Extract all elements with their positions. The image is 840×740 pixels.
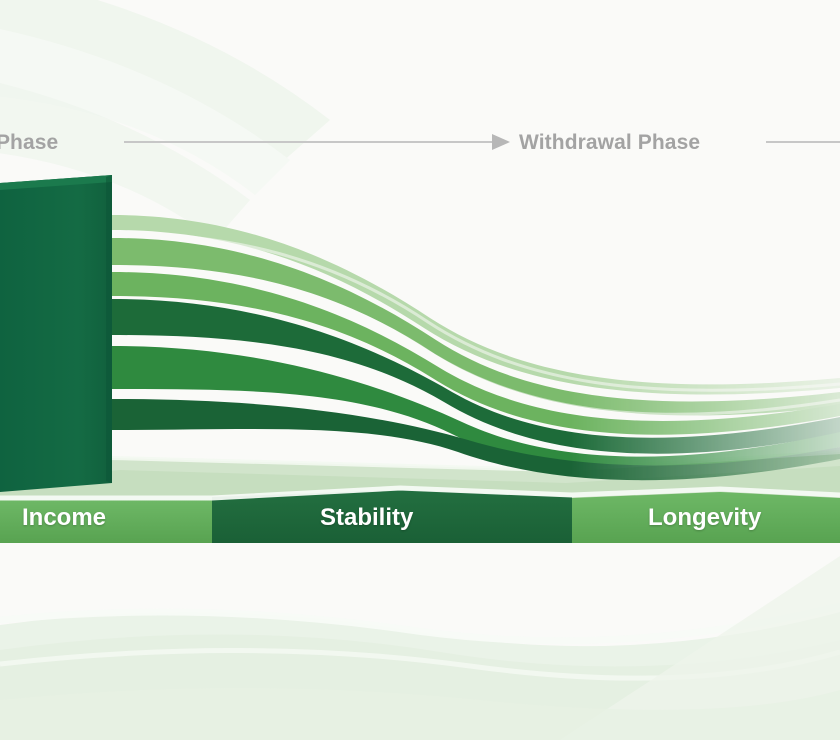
withdrawal-phase-label: Withdrawal Phase — [519, 131, 701, 154]
segment-income[interactable] — [0, 500, 212, 543]
segment-label-income: Income — [22, 504, 107, 531]
ribbon-separators — [111, 231, 840, 416]
growth-phase-label: th Phase — [0, 131, 59, 154]
arrow-right-icon — [492, 134, 510, 150]
ribbon-group — [112, 215, 840, 481]
segment-label-stability: Stability — [320, 504, 414, 531]
segment-stability[interactable] — [212, 490, 572, 543]
ribbon-1 — [112, 215, 840, 395]
segment-longevity[interactable] — [572, 492, 840, 543]
ribbon-5 — [112, 346, 840, 473]
ribbon-2 — [112, 238, 840, 416]
segment-label-longevity: Longevity — [648, 504, 762, 531]
growth-pillar — [0, 175, 112, 492]
ribbon-6 — [112, 399, 840, 481]
ribbon-3 — [112, 272, 840, 435]
ribbon-4 — [112, 299, 840, 454]
bottom-wave-group — [0, 556, 840, 740]
segment-bar-highlight — [0, 485, 840, 501]
